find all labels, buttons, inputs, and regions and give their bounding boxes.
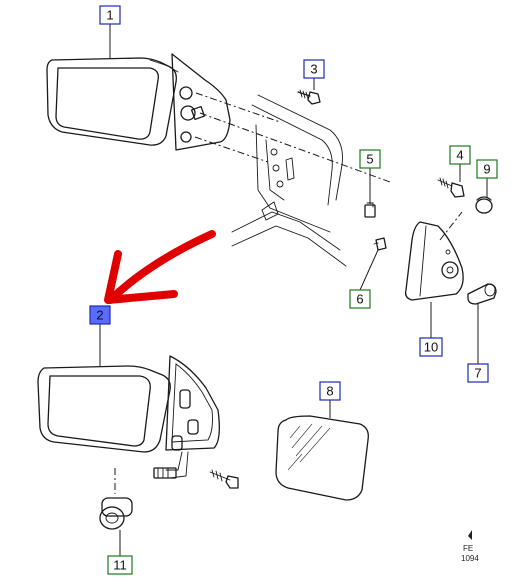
mirror-glass-part-8 [275,415,369,501]
callout-10: 10 [419,337,443,357]
svg-text:11: 11 [113,558,127,573]
callout-2: 2 [89,305,111,325]
svg-text:6: 6 [356,292,363,307]
cap-part-9 [475,196,493,214]
callout-3: 3 [303,59,325,79]
door-frame [231,94,347,267]
screw-part-3 [297,89,321,105]
callout-9: 9 [476,159,498,179]
clip-part-5 [364,202,376,218]
screw-bottom [209,469,239,489]
callout-8: 8 [319,381,341,401]
mirror-assembly-top [46,53,391,183]
highlight-arrow [104,230,216,304]
svg-text:10: 10 [424,340,438,355]
svg-text:9: 9 [483,162,490,177]
svg-text:2: 2 [96,308,103,323]
callout-1: 1 [99,5,121,25]
leader-lines [99,24,488,556]
svg-text:3: 3 [310,62,317,77]
svg-text:8: 8 [326,384,333,399]
callout-6: 6 [349,289,371,309]
trim-cover-part-10 [404,211,464,301]
callout-5: 5 [359,149,381,169]
stamp-line-2: 1094 [461,554,479,563]
svg-text:1: 1 [106,8,113,23]
svg-text:7: 7 [474,366,481,381]
motor-part-11 [99,468,133,530]
callout-7: 7 [467,363,489,383]
drawing-code-stamp: FE 1094 [461,530,479,563]
svg-text:4: 4 [456,148,463,163]
mirror-assembly-bottom [37,355,220,479]
screw-part-4 [437,177,465,198]
stamp-line-1: FE [463,544,473,553]
callout-4: 4 [449,145,471,165]
svg-text:5: 5 [366,152,373,167]
knob-part-7 [467,283,497,305]
callout-11: 11 [107,555,133,575]
clip-part-6 [373,237,387,251]
